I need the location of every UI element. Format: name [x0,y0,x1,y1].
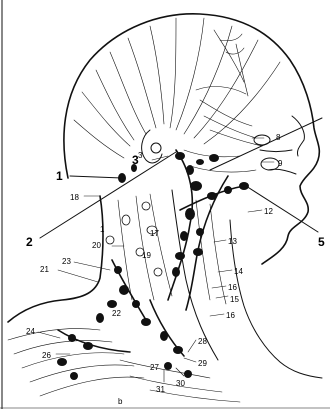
label-27: 27 [150,363,159,372]
face-structures [184,87,279,173]
label-12: 12 [264,207,273,216]
label-17: 17 [150,229,159,238]
label-13: 13 [228,237,237,246]
label-8: 8 [276,133,281,142]
label-21: 21 [40,265,49,274]
label-14: 14 [234,267,243,276]
label-20: 20 [92,241,101,250]
label-24: 24 [26,327,35,336]
callout-5: 5 [318,235,325,249]
label-30: 30 [176,379,185,388]
label-31: 31 [156,385,165,394]
label-b: b [118,397,123,406]
label-3-small: 3 [138,151,143,160]
lymph-nodes [57,152,249,380]
callout-2: 2 [26,235,33,249]
label-leaders [38,138,274,382]
label-1-small: 1 [100,225,105,234]
label-9: 9 [278,159,283,168]
scalp-vessels [74,18,280,158]
label-16a: 16 [228,283,237,292]
label-19: 19 [142,251,151,260]
neck-shoulders [8,190,322,402]
label-22: 22 [112,309,121,318]
label-16b: 16 [226,311,235,320]
label-18: 18 [70,193,79,202]
label-26: 26 [42,351,51,360]
label-29: 29 [198,359,207,368]
label-23: 23 [62,257,71,266]
label-15: 15 [230,295,239,304]
label-28: 28 [198,337,207,346]
callout-1: 1 [56,169,63,183]
